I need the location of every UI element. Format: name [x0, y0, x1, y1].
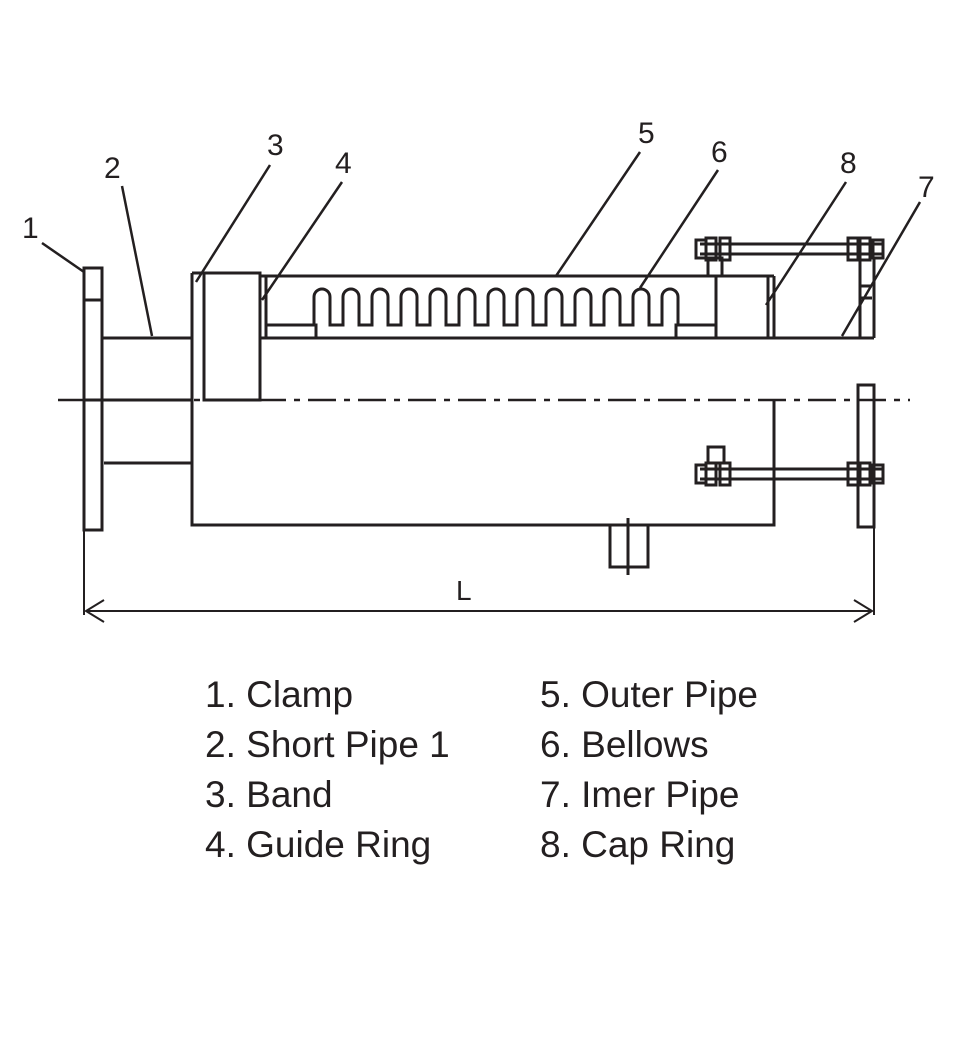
legend-item-cap-ring: 8. Cap Ring: [540, 824, 736, 865]
callout-4: 4: [335, 147, 352, 180]
dimension-l: [83, 527, 875, 623]
legend-item-inner-pipe: 7. Imer Pipe: [540, 774, 740, 815]
top-tie-rod: [694, 236, 885, 338]
callout-2: 2: [104, 152, 121, 185]
legend-item-guide-ring: 4. Guide Ring: [205, 824, 432, 865]
dimension-label: L: [456, 575, 472, 606]
leader-lines: [41, 151, 922, 337]
band: [192, 271, 262, 402]
right-flange: [856, 258, 876, 529]
legend-item-band: 3. Band: [205, 774, 333, 815]
callout-8: 8: [840, 147, 857, 180]
callout-7: 7: [918, 171, 935, 204]
legend-item-short-pipe: 2. Short Pipe 1: [205, 724, 450, 765]
legend-item-clamp: 1. Clamp: [205, 674, 354, 715]
callout-numbers: 1 2 3 4 5 6 7 8: [22, 117, 935, 245]
cap-ring: [674, 274, 770, 340]
main-housing: [190, 273, 776, 527]
drain-nozzle: [608, 518, 650, 575]
callout-3: 3: [267, 129, 284, 162]
callout-1: 1: [22, 212, 39, 245]
bottom-tie-rod: [694, 445, 885, 487]
legend-column-right: 5. Outer Pipe 6. Bellows 7. Imer Pipe 8.…: [540, 670, 758, 870]
guide-ring: [258, 274, 318, 340]
parts-legend: 1. Clamp 2. Short Pipe 1 3. Band 4. Guid…: [205, 670, 825, 870]
callout-5: 5: [638, 117, 655, 150]
callout-6: 6: [711, 136, 728, 169]
legend-column-left: 1. Clamp 2. Short Pipe 1 3. Band 4. Guid…: [205, 670, 450, 870]
legend-item-bellows: 6. Bellows: [540, 724, 709, 765]
outer-pipe: [260, 274, 874, 340]
bellows: [312, 287, 680, 327]
legend-item-outer-pipe: 5. Outer Pipe: [540, 674, 759, 715]
